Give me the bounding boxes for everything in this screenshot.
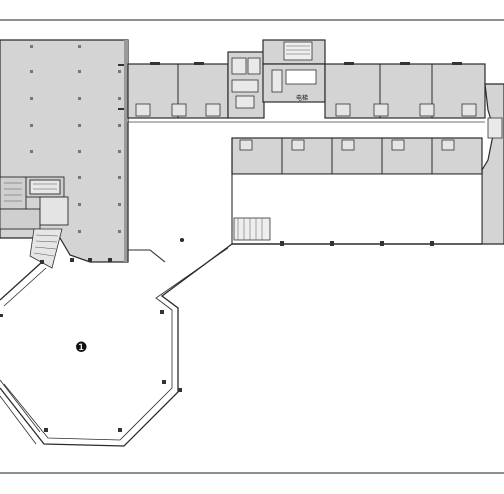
octagon-pavilion xyxy=(0,243,233,447)
atrium-outline xyxy=(127,122,233,263)
north-wing-rooms xyxy=(127,39,486,123)
drawing-frame xyxy=(0,19,504,474)
elevator-label: 电梯 xyxy=(296,94,308,102)
south-wing-rooms xyxy=(231,137,483,246)
area-marker-1: ❶ xyxy=(75,340,88,356)
left-hall-block xyxy=(0,39,129,269)
